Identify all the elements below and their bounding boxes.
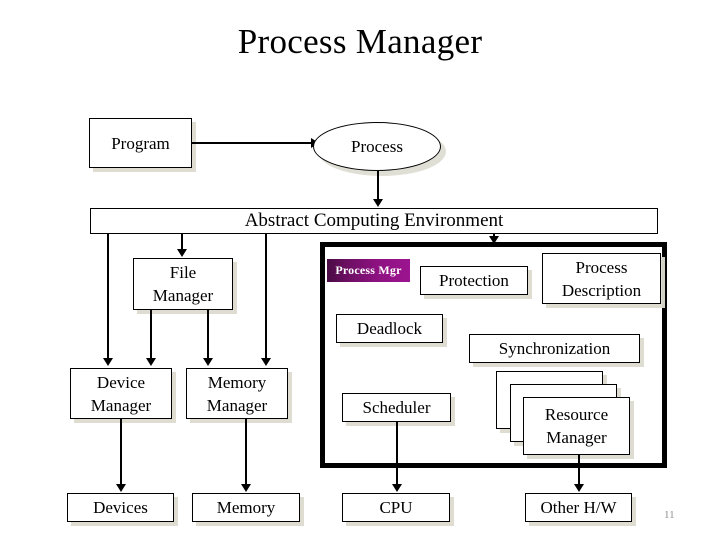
arrowhead-ace-to-file-manager-icon	[177, 249, 187, 257]
arrowhead-ace-to-process-manager-icon	[489, 236, 499, 244]
process-manager-badge-label: Process Mgr	[335, 263, 402, 277]
connector-resource-manager-to-other-hw	[578, 455, 580, 487]
node-deadlock[interactable]: Deadlock	[336, 314, 443, 343]
node-devices-label: Devices	[93, 498, 148, 517]
connector-program-to-process	[192, 142, 313, 144]
page-title: Process Manager	[237, 22, 483, 61]
process-manager-badge: Process Mgr	[327, 259, 410, 282]
node-other-hw[interactable]: Other H/W	[525, 493, 632, 522]
node-protection[interactable]: Protection	[420, 266, 528, 295]
node-file-manager[interactable]: File Manager	[133, 258, 233, 310]
node-file-manager-label-line2: Manager	[152, 286, 214, 305]
node-abstract-computing-environment[interactable]: Abstract Computing Environment	[90, 208, 658, 234]
connector-file-manager-to-device-manager	[150, 310, 152, 360]
node-file-manager-label-line1: File	[169, 263, 197, 282]
node-program[interactable]: Program	[89, 118, 192, 168]
node-ace-label: Abstract Computing Environment	[244, 210, 504, 231]
node-device-manager-label-line1: Device	[96, 372, 146, 392]
connector-ace-to-memory-manager	[265, 234, 267, 360]
connector-ace-to-file-manager	[181, 234, 183, 251]
node-resource-manager-label-line2: Manager	[546, 428, 607, 447]
arrowhead-ace-to-memory-manager-icon	[261, 358, 271, 366]
node-process-label: Process	[351, 136, 403, 156]
node-synchronization-label: Synchronization	[498, 339, 611, 358]
node-synchronization[interactable]: Synchronization	[469, 334, 640, 363]
node-device-manager[interactable]: Device Manager	[70, 368, 172, 419]
arrowhead-ace-to-device-manager-icon	[103, 358, 113, 366]
arrowhead-resource-manager-to-other-hw-icon	[574, 484, 584, 492]
connector-file-manager-to-memory-manager	[207, 310, 209, 360]
node-memory-manager-label-line2: Manager	[206, 395, 268, 415]
node-resource-manager-label-line1: Resource	[544, 405, 609, 424]
node-devices[interactable]: Devices	[67, 493, 174, 522]
node-other-hw-label: Other H/W	[540, 498, 617, 517]
node-resource-manager[interactable]: Resource Manager	[523, 397, 630, 455]
node-scheduler[interactable]: Scheduler	[342, 393, 451, 422]
node-memory-manager[interactable]: Memory Manager	[186, 368, 288, 419]
node-cpu[interactable]: CPU	[342, 493, 450, 522]
node-process[interactable]: Process	[313, 122, 441, 171]
node-deadlock-label: Deadlock	[356, 319, 423, 338]
connector-scheduler-to-cpu	[396, 422, 398, 487]
node-memory-manager-label-line1: Memory	[207, 372, 267, 392]
connector-memory-manager-to-memory	[245, 419, 247, 487]
page-number: 11	[664, 509, 675, 521]
node-protection-label: Protection	[439, 271, 509, 290]
arrowhead-device-manager-to-devices-icon	[116, 484, 126, 492]
node-scheduler-label: Scheduler	[362, 398, 431, 417]
node-process-description-label-line2: Description	[561, 280, 642, 300]
arrowhead-file-manager-to-memory-manager-icon	[203, 358, 213, 366]
node-program-label: Program	[111, 133, 170, 153]
node-cpu-label: CPU	[379, 498, 413, 517]
node-process-description[interactable]: Process Description	[542, 253, 661, 304]
arrowhead-scheduler-to-cpu-icon	[392, 484, 402, 492]
node-memory[interactable]: Memory	[192, 493, 300, 522]
connector-device-manager-to-devices	[120, 419, 122, 487]
connector-ace-to-device-manager	[107, 234, 109, 360]
node-memory-label: Memory	[216, 498, 276, 517]
arrowhead-memory-manager-to-memory-icon	[241, 484, 251, 492]
node-device-manager-label-line2: Manager	[90, 395, 152, 415]
arrowhead-file-manager-to-device-manager-icon	[146, 358, 156, 366]
arrowhead-process-to-ace-icon	[373, 199, 383, 207]
connector-process-to-ace	[377, 170, 379, 201]
node-process-description-label-line1: Process	[575, 257, 628, 277]
